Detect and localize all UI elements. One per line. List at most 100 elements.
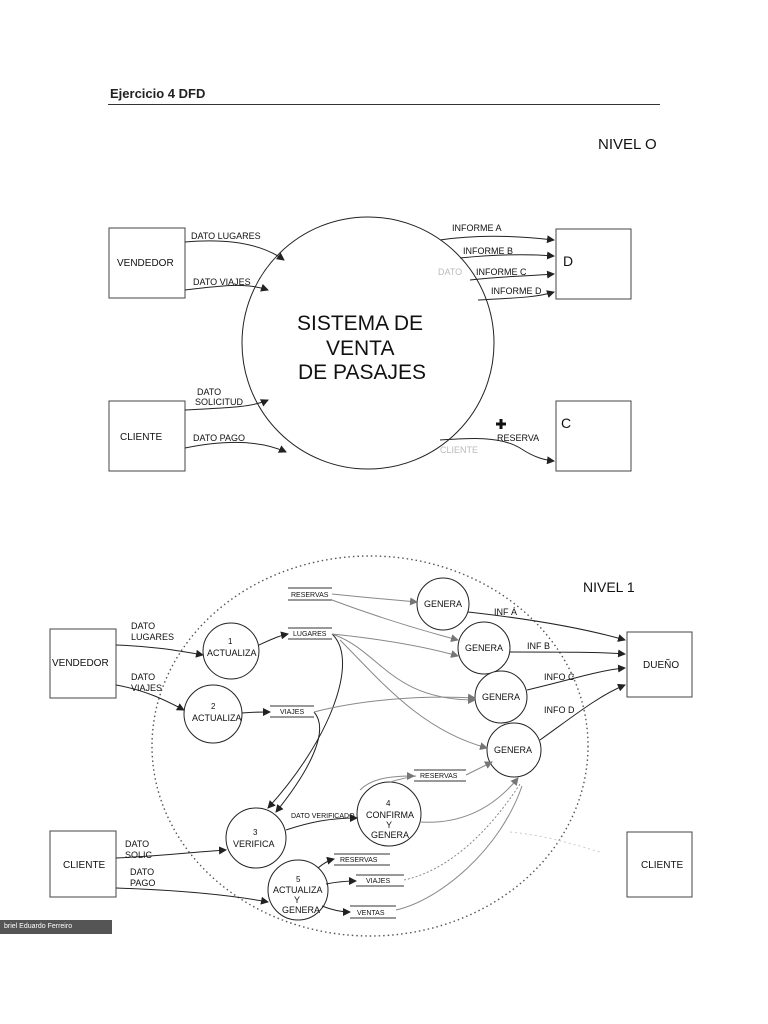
level0-dato-solicitud-2: SOLICITUD — [195, 397, 244, 407]
store-lugares-label: LUGARES — [293, 631, 327, 638]
l1-flow-inf-b — [509, 649, 626, 658]
level0-system-line3: DE PASAJES — [298, 361, 426, 384]
level0-d-label: D — [563, 253, 573, 269]
l1-dato-viajes-1: DATO — [131, 672, 155, 682]
level0-cliente-box — [108, 400, 186, 472]
store-ventas: VENTAS — [350, 905, 396, 919]
store-reservas-low-label: RESERVAS — [340, 857, 378, 864]
level0-informe-b-label: INFORME B — [463, 246, 513, 256]
store-ventas-label: VENTAS — [357, 910, 385, 917]
level1-p4-line1: CONFIRMA — [366, 810, 414, 820]
level0-flow-informe-d — [477, 290, 555, 301]
l1-flow-dato-viajes — [115, 684, 185, 711]
level1-cliente-left-label: CLIENTE — [63, 860, 106, 871]
level1-genera-b — [457, 621, 511, 675]
level1-p5-line2: Y — [294, 895, 300, 905]
level0-c-label: C — [561, 415, 571, 431]
level0-diagram: NIVEL O SISTEMA DE VENTA DE PASAJES VEND… — [108, 136, 657, 472]
level1-process-2 — [183, 684, 243, 744]
level1-vendedor-box — [49, 628, 117, 699]
l1-flow-reservas-genera-b — [331, 599, 459, 643]
level1-cliente-left-box — [49, 830, 117, 898]
level1-process-4 — [356, 781, 422, 847]
l1-dato-lugares-1: DATO — [131, 621, 155, 631]
level0-dato-lugares-label: DATO LUGARES — [191, 231, 261, 241]
level0-flow-dato-lugares — [184, 240, 285, 261]
l1-flow-viajes-low-genera — [403, 783, 521, 881]
l1-flow-dato-verificado — [285, 814, 358, 831]
l1-info-c-label: INFO C — [544, 672, 575, 682]
l1-flow-reservas-genera-d — [465, 761, 493, 776]
level0-dato-pago-label: DATO PAGO — [193, 433, 245, 443]
level0-system-line2: VENTA — [326, 337, 394, 360]
l1-dato-pago-1: DATO — [130, 867, 154, 877]
level0-cliente-label: CLIENTE — [120, 432, 163, 443]
level1-dueno-box — [626, 631, 693, 698]
level0-reserva-label: RESERVA — [497, 433, 539, 443]
l1-flow-info-d — [539, 683, 626, 741]
store-lugares: LUGARES — [288, 627, 332, 640]
l1-dato-viajes-2: VIAJES — [131, 683, 162, 693]
l1-flow-lugares-genera-c — [331, 633, 476, 704]
level0-dato-viajes-label: DATO VIAJES — [193, 277, 251, 287]
level1-cliente-right-box — [626, 831, 693, 898]
l1-flow-p5-ventas — [321, 905, 351, 916]
level0-d-box — [555, 228, 632, 300]
level0-system-process — [241, 216, 495, 470]
l1-flow-confirma-genera-d — [419, 777, 519, 823]
level0-label: NIVEL O — [598, 136, 657, 153]
store-viajes-label: VIAJES — [280, 709, 304, 716]
level1-diagram: NIVEL 1 VENDEDOR CLIENTE DUEÑO CLIENTE 1… — [49, 555, 693, 937]
l1-flow-info-c — [526, 664, 626, 691]
level1-p4-num: 4 — [386, 799, 391, 808]
l1-flow-viajes-verifica — [275, 711, 321, 813]
l1-dato-pago-2: PAGO — [130, 878, 155, 888]
l1-inf-a-label: INF Á — [494, 607, 517, 617]
l1-dato-solic-2: SOLIC — [125, 850, 153, 860]
level0-vendedor-box — [108, 227, 186, 299]
level0-flow-dato-solicitud — [184, 399, 269, 411]
level0-c-box — [555, 400, 632, 472]
l1-inf-b-label: INF B — [527, 641, 550, 651]
level0-flow-informe-c — [469, 270, 555, 281]
store-viajes-low-label: VIAJES — [366, 878, 390, 885]
level1-vendedor-label: VENDEDOR — [52, 658, 109, 669]
level1-p1-num: 1 — [228, 637, 233, 646]
l1-flow-reservas-genera-a — [331, 593, 418, 606]
l1-flow-dato-solic — [115, 846, 227, 859]
level0-flow-dato-viajes — [184, 283, 269, 292]
l1-flow-dato-lugares — [115, 644, 204, 658]
level1-p4-line2: Y — [386, 820, 392, 830]
title-divider — [108, 104, 660, 105]
level0-faded-dato: DATO — [438, 267, 462, 277]
store-reservas-top: RESERVAS — [288, 587, 332, 601]
l1-flow-dato-pago — [115, 887, 269, 905]
level1-p2-name: ACTUALIZA — [192, 713, 242, 723]
level1-process-5 — [267, 859, 329, 921]
level1-genera-c-label: GENERA — [482, 692, 520, 702]
l1-flow-p4-reservas-mid — [359, 772, 415, 791]
level0-flow-reserva — [439, 437, 555, 465]
level0-flow-informe-b — [459, 251, 555, 260]
l1-flow-ventas-genera — [395, 785, 523, 911]
level1-p3-num: 3 — [253, 828, 258, 837]
level1-dueno-label: DUEÑO — [643, 658, 679, 671]
l1-info-d-label: INFO D — [544, 705, 575, 715]
level0-faded-cliente: CLIENTE — [440, 445, 478, 455]
level1-p2-num: 2 — [211, 702, 216, 711]
level0-system-line1: SISTEMA DE — [297, 312, 423, 335]
store-reservas-low: RESERVAS — [334, 853, 390, 866]
level0-flow-informe-a — [439, 235, 555, 244]
level1-p4-line3: GENERA — [371, 830, 409, 840]
level0-dato-solicitud-1: DATO — [197, 387, 221, 397]
level1-system-boundary — [151, 555, 589, 937]
level1-genera-a-label: GENERA — [424, 599, 462, 609]
level1-cliente-right-label: CLIENTE — [641, 860, 684, 871]
l1-flow-p5-reservas — [317, 856, 335, 869]
level0-vendedor-label: VENDEDOR — [117, 258, 174, 269]
level0-flow-dato-pago — [184, 441, 287, 453]
l1-dato-verificado-label: DATO VERIFICADO — [291, 813, 355, 820]
l1-flow-lugares-verifica — [267, 633, 344, 809]
